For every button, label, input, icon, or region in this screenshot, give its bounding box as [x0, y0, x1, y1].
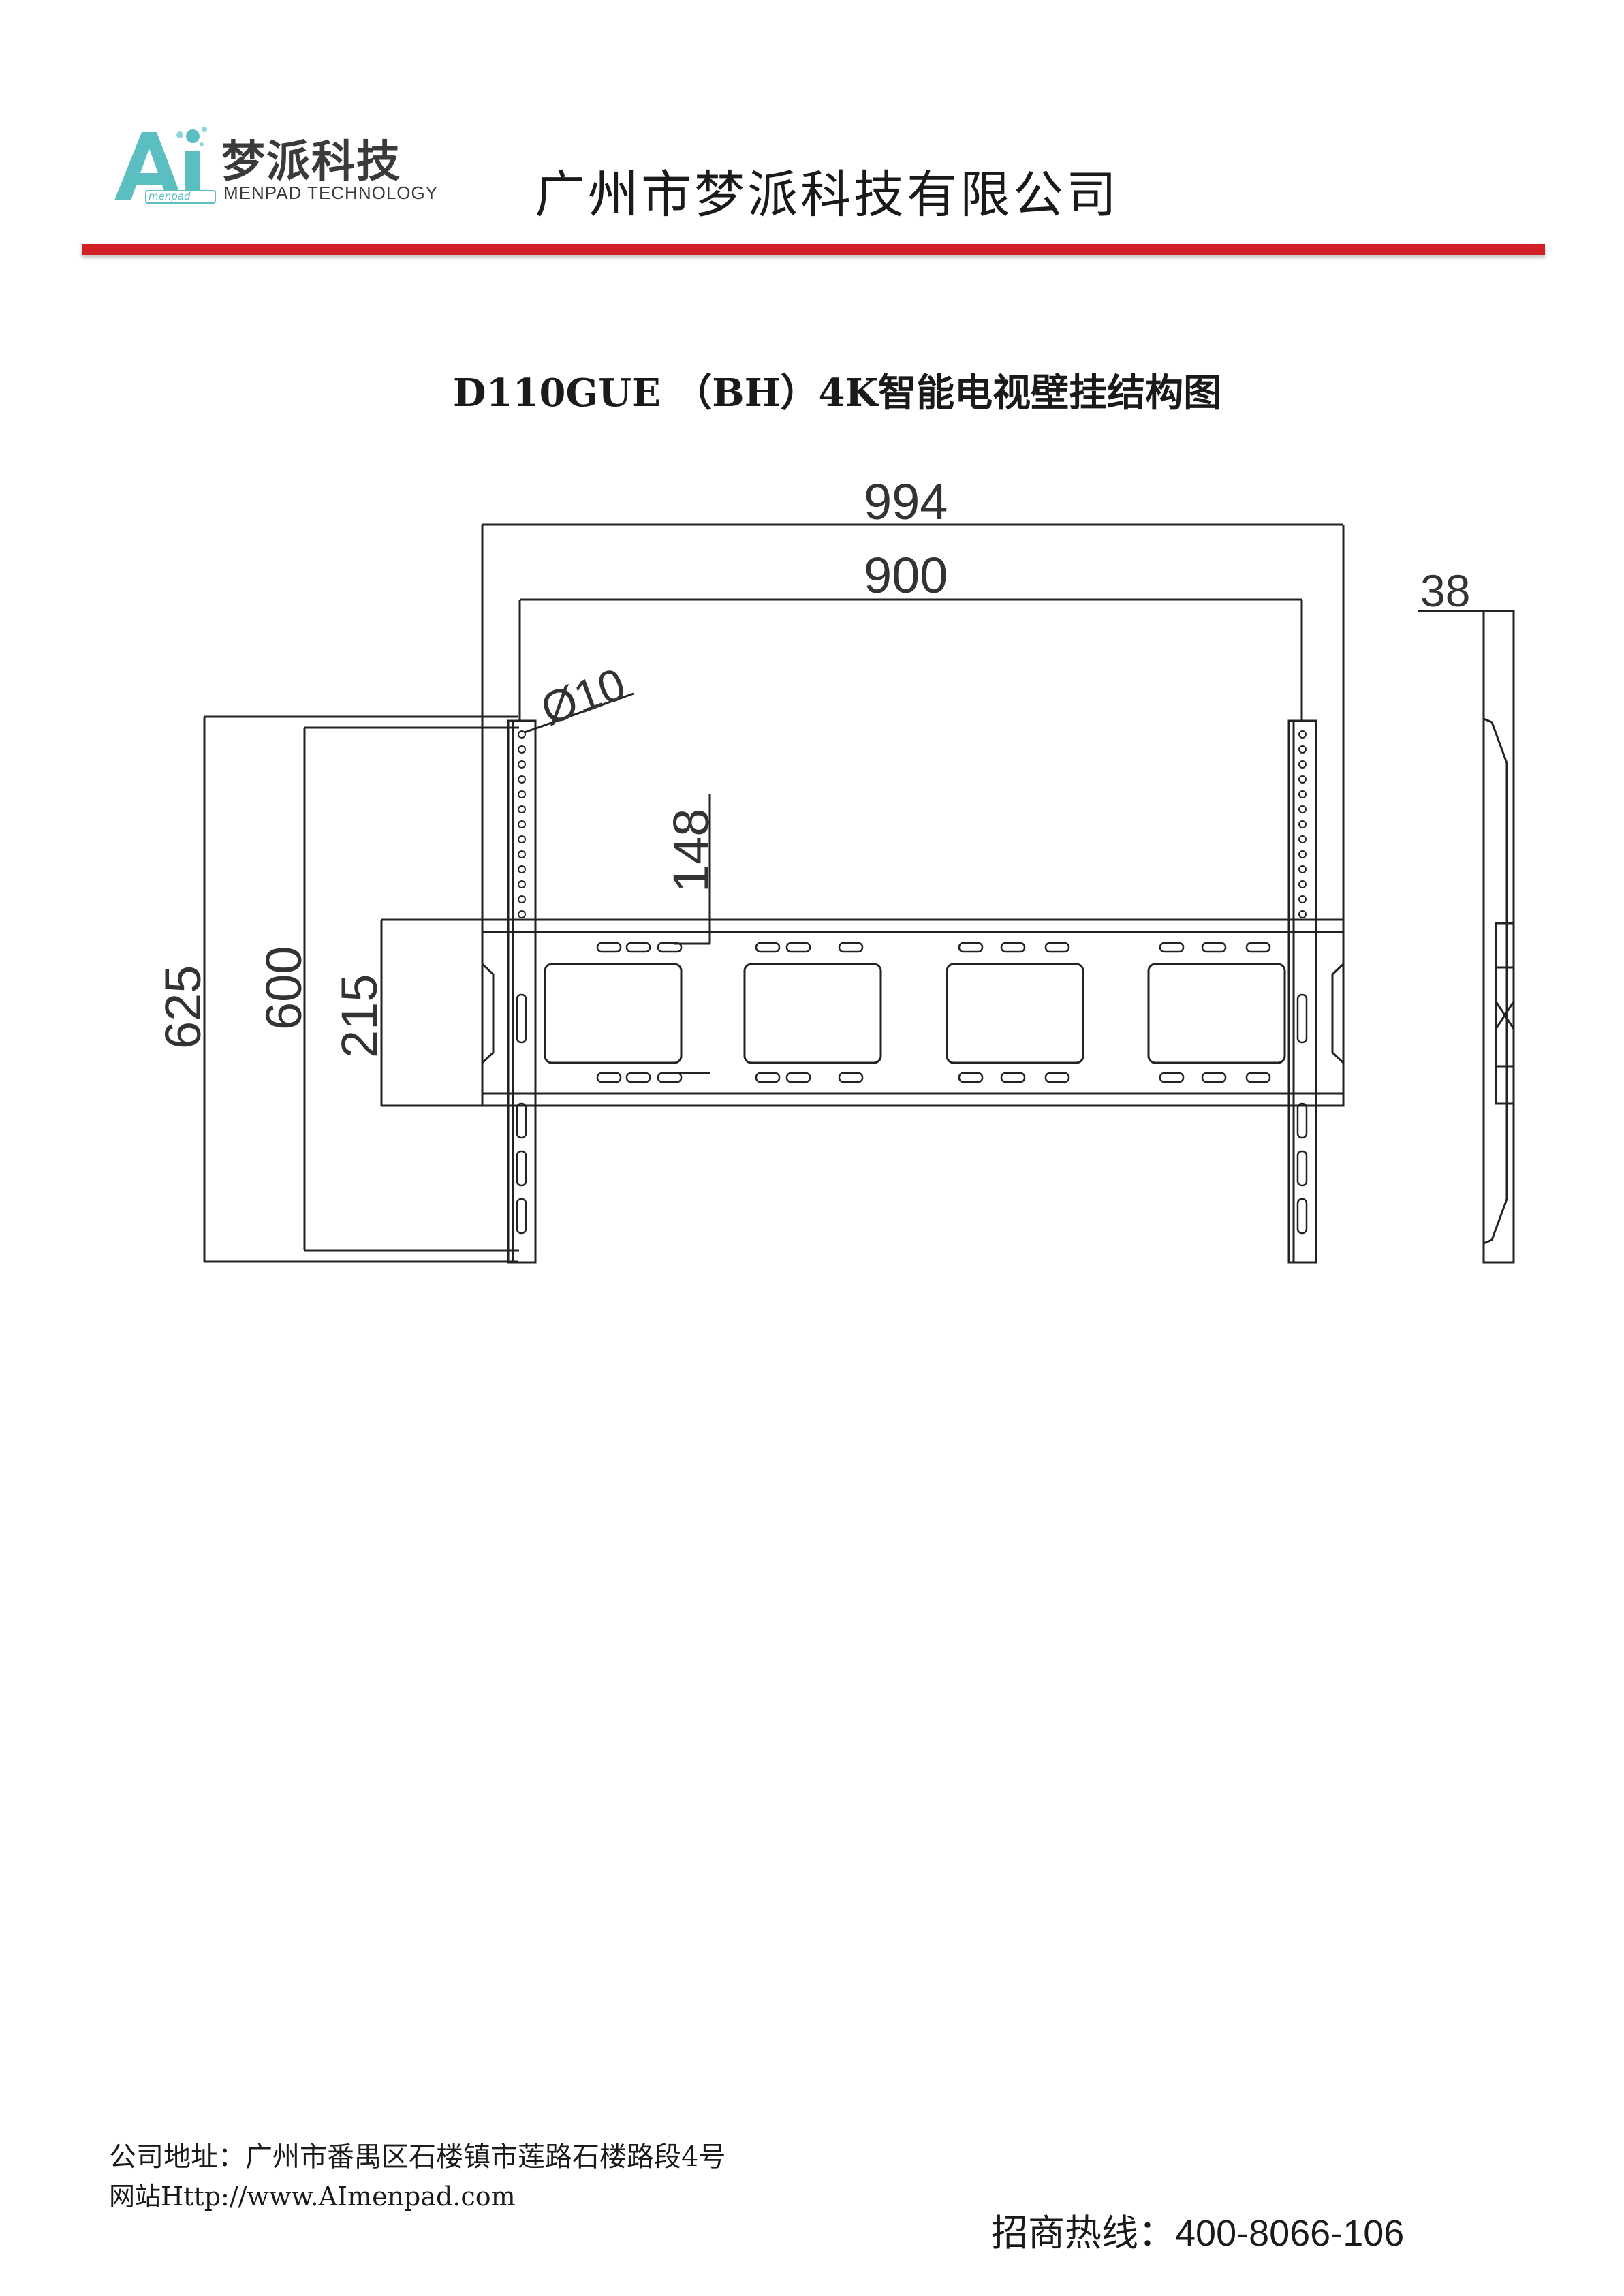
business-hotline: 招商热线：400-8066-106 [991, 2203, 1404, 2256]
wall-plate [481, 918, 1345, 1107]
company-website: 网站Http://www.AImenpad.com [109, 2175, 516, 2213]
address-label: 公司地址： [109, 2141, 245, 2173]
dim-215-label: 215 [331, 974, 388, 1058]
hotline-number[interactable]: 400-8066-106 [1175, 2213, 1405, 2254]
company-address: 公司地址：广州市番禺区石楼镇市莲路石楼路段4号 [109, 2135, 725, 2174]
logo-chinese-name: 梦派科技 [221, 137, 401, 187]
hotline-label: 招商热线： [991, 2212, 1175, 2254]
plate-notch-left [481, 963, 495, 1064]
dim-38-label: 38 [1420, 565, 1470, 616]
side-view-outline [1482, 610, 1515, 1264]
logo-mark-icon [114, 127, 216, 204]
page-title: D110GUE （BH）4K智能电视壁挂结构图 [453, 371, 1222, 416]
dim-625-label: 625 [155, 965, 211, 1049]
dim-148-label: 148 [663, 809, 719, 893]
plate-cutout-4 [1147, 963, 1286, 1064]
side-view-profile [1483, 717, 1508, 1245]
dim-994-label: 994 [864, 474, 948, 530]
plate-cutout-2 [743, 963, 882, 1064]
dim-d10-label: Ø10 [534, 658, 631, 734]
header-divider [82, 244, 1545, 255]
plate-cutout-1 [544, 963, 683, 1064]
plate-notch-right [1331, 963, 1345, 1064]
plate-cutout-3 [946, 963, 1084, 1064]
logo-sub-text: menpad [149, 190, 191, 202]
website-label: 网站 [109, 2182, 161, 2212]
logo-english-name: MENPAD TECHNOLOGY [223, 183, 439, 203]
dim-900-label: 900 [864, 547, 948, 604]
dim-600-label: 600 [255, 946, 312, 1030]
arm-right [1287, 719, 1317, 1264]
website-link[interactable]: Http://www.AImenpad.com [161, 2182, 516, 2212]
address-value: 广州市番禺区石楼镇市莲路石楼路段4号 [245, 2141, 726, 2173]
arm-left [507, 719, 537, 1264]
company-name: 广州市梦派科技有限公司 [535, 166, 1119, 224]
dim-d10-leader [524, 692, 634, 734]
